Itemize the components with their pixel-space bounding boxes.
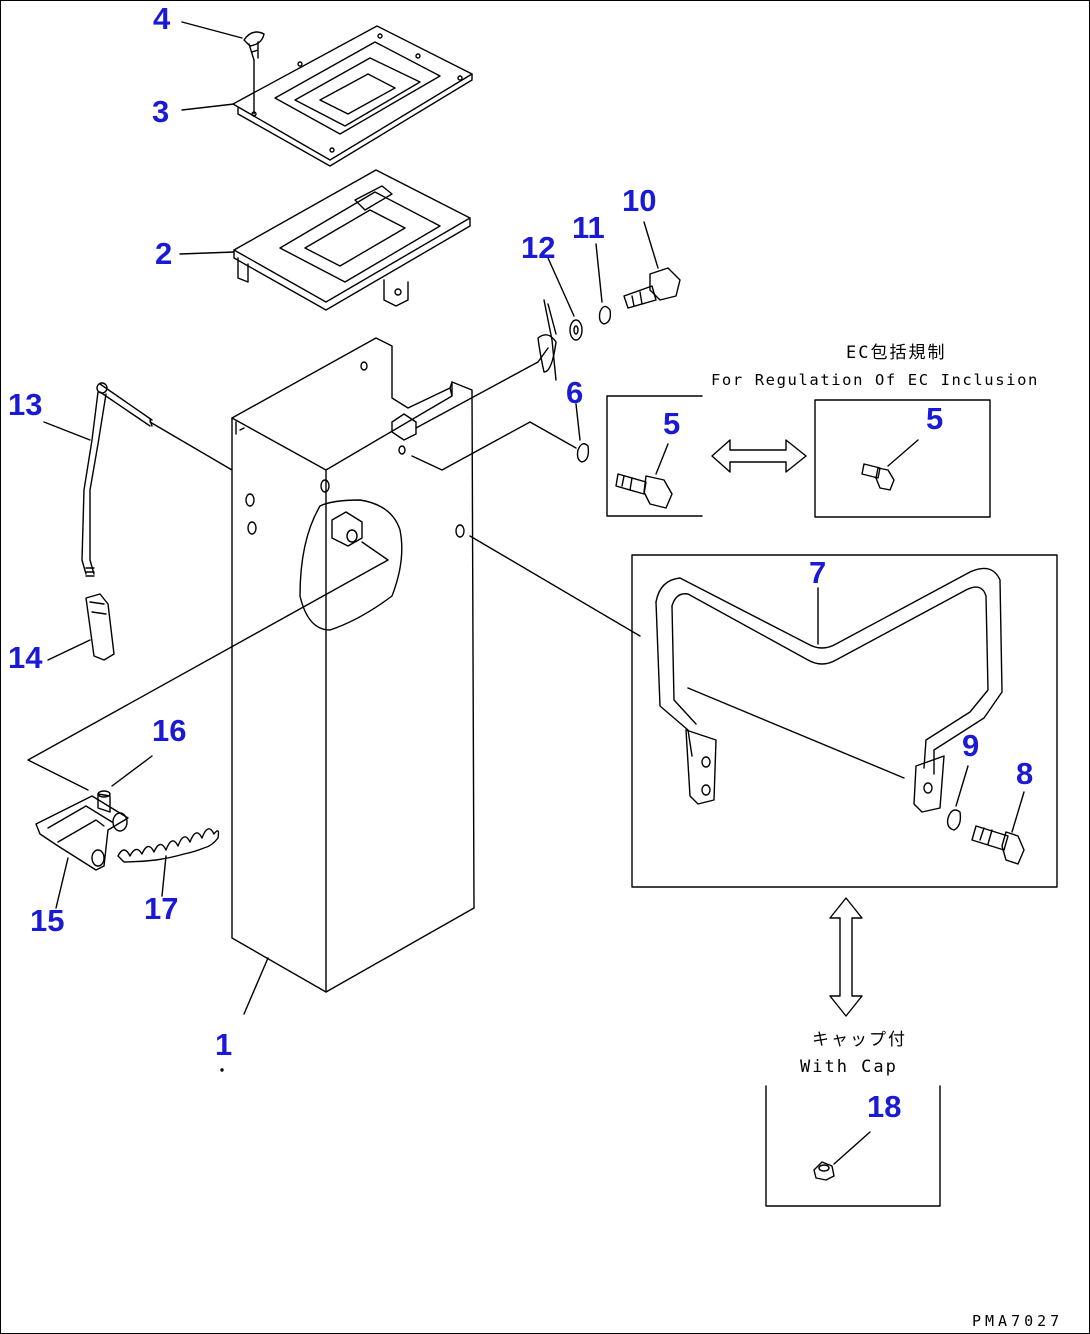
- leader-3: [182, 104, 234, 110]
- leader-11: [596, 244, 602, 302]
- callout-13: 13: [8, 387, 43, 422]
- double-arrow-horizontal: [712, 440, 806, 472]
- box-bolt5-ec: [815, 400, 990, 517]
- part-11-spring-washer: [600, 306, 611, 324]
- part-2-guide-plate: [234, 170, 470, 310]
- leader-8: [1012, 792, 1024, 832]
- note-ec-japanese: EC包括規制: [846, 343, 947, 363]
- part-5-bolt-right: [862, 464, 894, 490]
- callout-18: 18: [867, 1089, 902, 1124]
- callout-1: 1: [215, 1027, 233, 1062]
- callout-5-right: 5: [926, 401, 944, 436]
- note-ec-english: For Regulation Of EC Inclusion: [711, 371, 1039, 389]
- callout-4: 4: [153, 1, 171, 36]
- leader-2: [180, 252, 234, 254]
- leader-1: [244, 958, 268, 1014]
- box-bolt5-left: [607, 396, 702, 516]
- leader-15: [56, 858, 68, 908]
- callout-6: 6: [566, 375, 584, 410]
- leader-12: [548, 258, 574, 316]
- leader-5b: [888, 440, 918, 466]
- link-line-bolt12: [416, 348, 548, 428]
- callout-15: 15: [30, 903, 65, 938]
- part-16-pin: [98, 791, 110, 812]
- part-17-spring: [118, 829, 219, 862]
- callout-14: 14: [8, 640, 43, 675]
- leader-13: [44, 422, 90, 440]
- note-cap-japanese: キャップ付: [812, 1030, 907, 1050]
- callout-10: 10: [622, 183, 657, 218]
- callout-2: 2: [155, 236, 173, 271]
- link-line-pivot-b: [362, 542, 388, 560]
- link-line-bolt6: [412, 422, 576, 470]
- callout-3: 3: [152, 94, 170, 129]
- part-4-screw: [244, 32, 264, 60]
- callout-8: 8: [1016, 756, 1034, 791]
- link-line-handrail: [470, 536, 640, 636]
- callout-16: 16: [152, 713, 187, 748]
- box-handrail: [632, 555, 1057, 887]
- part-14-knob: [86, 594, 114, 660]
- callout-12: 12: [521, 230, 556, 265]
- note-cap-english: With Cap: [800, 1057, 898, 1077]
- part-6-washer: [578, 444, 589, 462]
- box-cap: [766, 1086, 940, 1206]
- leader-9: [956, 766, 968, 806]
- leader-14: [48, 640, 90, 660]
- leader-6: [576, 404, 580, 440]
- part-15-pedal-bracket: [36, 796, 128, 870]
- callout-9: 9: [962, 728, 980, 763]
- leader-5a: [656, 444, 668, 474]
- part-7-handrail: [656, 568, 1002, 812]
- part-18-cap: [814, 1162, 834, 1180]
- callout-7: 7: [809, 555, 827, 590]
- callout-17: 17: [144, 891, 179, 926]
- drawing-code: PMA7027: [972, 1312, 1064, 1330]
- part-8-bolt: [972, 826, 1024, 864]
- leader-10: [644, 222, 658, 268]
- part-1-console-box: [232, 338, 474, 992]
- dot-mark: [221, 1069, 223, 1071]
- callout-11: 11: [572, 210, 605, 245]
- part-5-bolt-left: [616, 474, 672, 508]
- part-13-lever: [82, 383, 152, 576]
- double-arrow-vertical: [830, 898, 862, 1016]
- leader-16: [112, 756, 152, 786]
- callout-5-left: 5: [663, 406, 681, 441]
- part-10-bolt: [624, 268, 680, 308]
- part-3-cover-plate: [233, 26, 472, 166]
- link-line-pivot: [28, 560, 388, 790]
- link-line-rail: [688, 688, 904, 778]
- part-12-washer: [538, 300, 582, 380]
- part-9-washer: [948, 810, 961, 830]
- leader-4: [182, 22, 242, 38]
- leader-17: [162, 856, 166, 896]
- leader-18: [834, 1132, 870, 1164]
- link-line-lever: [150, 422, 232, 470]
